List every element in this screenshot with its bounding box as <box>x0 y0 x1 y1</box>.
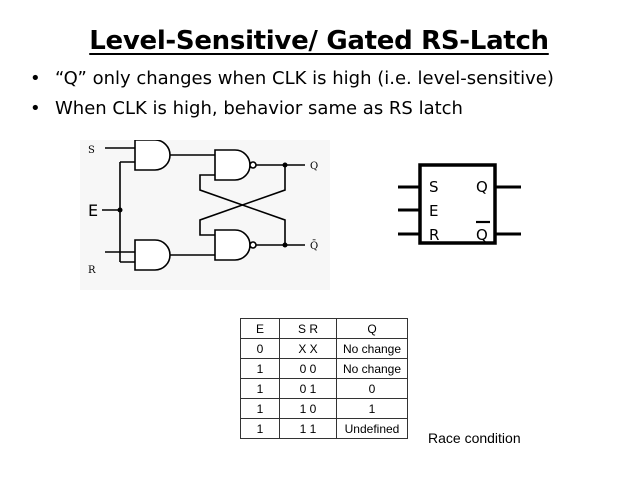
cell-sr: 1 1 <box>279 418 337 439</box>
bullet-text: “Q” only changes when CLK is high (i.e. … <box>55 68 554 89</box>
cell-q: No change <box>336 358 408 379</box>
cell-q: No change <box>336 338 408 359</box>
pin-label-e: E <box>429 202 438 220</box>
cell-e: 1 <box>240 398 280 419</box>
cell-sr: 1 0 <box>279 398 337 419</box>
nand-gate-top <box>214 149 251 181</box>
label-e: E <box>88 201 98 220</box>
cell-e: 0 <box>240 338 280 359</box>
and-gate-r <box>134 239 171 271</box>
cell-q: 1 <box>336 398 408 419</box>
pin-label-q: Q <box>476 178 488 196</box>
wire-cross-q <box>199 165 286 236</box>
symbol-box <box>418 163 497 245</box>
header-sr: S R <box>279 318 337 339</box>
cell-e: 1 <box>240 378 280 399</box>
nand-gate-bottom <box>214 229 251 261</box>
bullet-item: • When CLK is high, behavior same as RS … <box>30 96 554 126</box>
header-q: Q <box>336 318 408 339</box>
bullet-item: • “Q” only changes when CLK is high (i.e… <box>30 66 554 96</box>
cell-sr: 0 0 <box>279 358 337 379</box>
label-q: Q <box>310 161 318 172</box>
pin-label-qbar: Q <box>476 226 488 244</box>
table-row: 1 0 1 0 <box>240 378 408 399</box>
and-gate-s <box>134 140 171 171</box>
pin-label-s: S <box>429 178 439 196</box>
cell-q: Undefined <box>336 418 408 439</box>
slide-title: Level-Sensitive/ Gated RS-Latch <box>89 26 549 56</box>
table-header-row: E S R Q <box>240 318 408 339</box>
table-row: 1 1 1 Undefined <box>240 418 408 439</box>
inversion-bubble-bottom <box>249 241 257 249</box>
label-s: S <box>88 145 95 156</box>
pin-label-r: R <box>429 226 439 244</box>
truth-table: E S R Q 0 X X No change 1 0 0 No change … <box>240 318 408 439</box>
cell-sr: 0 1 <box>279 378 337 399</box>
latch-block-symbol: S E R Q Q <box>398 163 521 245</box>
cell-sr: X X <box>279 338 337 359</box>
race-condition-note: Race condition <box>428 430 521 446</box>
gated-latch-circuit: S E R Q Q̄ <box>80 140 330 290</box>
bullet-list: • “Q” only changes when CLK is high (i.e… <box>30 66 554 126</box>
table-row: 1 0 0 No change <box>240 358 408 379</box>
table-row: 1 1 0 1 <box>240 398 408 419</box>
cell-e: 1 <box>240 418 280 439</box>
bullet-text: When CLK is high, behavior same as RS la… <box>55 98 463 119</box>
cell-e: 1 <box>240 358 280 379</box>
junction-e <box>117 207 123 213</box>
bullet-marker: • <box>30 68 41 89</box>
junction-q <box>282 162 288 168</box>
bullet-marker: • <box>30 98 41 119</box>
cell-q: 0 <box>336 378 408 399</box>
label-r: R <box>88 265 96 276</box>
inversion-bubble-top <box>249 161 257 169</box>
junction-qbar <box>282 242 288 248</box>
header-e: E <box>240 318 280 339</box>
label-qbar: Q̄ <box>310 240 318 252</box>
wire-cross-qbar <box>199 174 286 245</box>
circuit-background <box>80 140 330 290</box>
table-row: 0 X X No change <box>240 338 408 359</box>
